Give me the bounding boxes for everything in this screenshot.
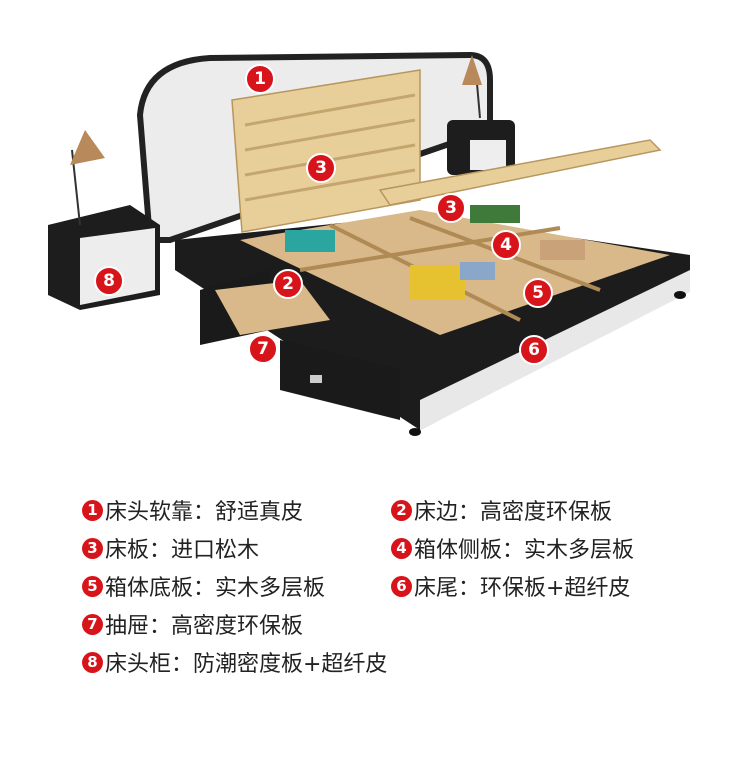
- marker-7: 7: [248, 334, 278, 364]
- marker-8: 8: [94, 266, 124, 296]
- marker-3-slats: 3: [306, 153, 336, 183]
- legend-number: 1: [82, 499, 103, 521]
- legend-text: 床尾：环保板+超纤皮: [414, 576, 631, 601]
- legend-text: 床板：进口松木: [105, 538, 260, 563]
- marker-4: 4: [491, 230, 521, 260]
- legend-number: 2: [391, 499, 412, 521]
- legend-number: 3: [82, 537, 103, 559]
- legend-text: 床边：高密度环保板: [414, 500, 613, 525]
- marker-2: 2: [273, 269, 303, 299]
- legend-number: 8: [82, 651, 103, 673]
- right-nightstand: [447, 55, 515, 175]
- marker-5: 5: [523, 278, 553, 308]
- legend-number: 5: [82, 575, 103, 597]
- marker-6: 6: [519, 335, 549, 365]
- drawers: [200, 270, 400, 420]
- legend-number: 4: [391, 537, 412, 559]
- legend-text: 床头软靠：舒适真皮: [105, 500, 304, 525]
- legend-text: 箱体侧板：实木多层板: [414, 538, 635, 563]
- stored-items: [285, 205, 585, 300]
- legend-number: 6: [391, 575, 412, 597]
- legend-text: 抽屉：高密度环保板: [105, 614, 304, 639]
- storage-bed-illustration: [48, 51, 690, 436]
- legend-number: 7: [82, 613, 103, 635]
- legend-text: 箱体底板：实木多层板: [105, 576, 326, 601]
- marker-3-slats-right: 3: [436, 193, 466, 223]
- bed-footboard-leather: [420, 270, 690, 430]
- bed-slats: [231, 69, 662, 233]
- marker-1: 1: [245, 64, 275, 94]
- legend-text: 床头柜：防潮密度板+超纤皮: [105, 652, 388, 677]
